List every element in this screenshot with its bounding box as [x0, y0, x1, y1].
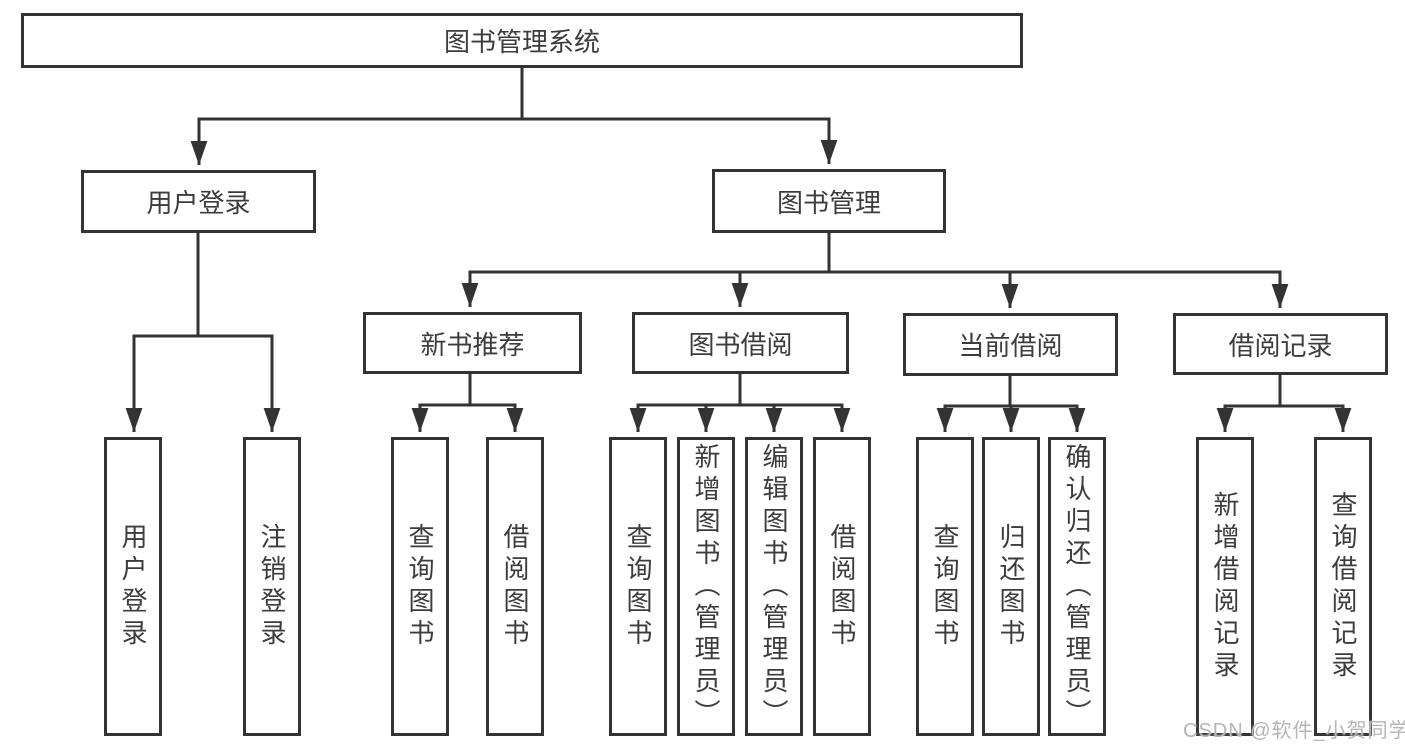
node-library-management-system: 图书管理系统 [21, 13, 1023, 68]
leaf-confirm-return-admin: 确认归还（管理员） [1048, 437, 1106, 736]
leaf-return-book: 归还图书 [982, 437, 1040, 736]
leaf-add-book-admin: 新增图书（管理员） [677, 437, 735, 736]
node-borrow-records: 借阅记录 [1173, 313, 1388, 375]
node-book-management: 图书管理 [712, 169, 946, 233]
node-user-login: 用户登录 [81, 170, 316, 233]
leaf-query-books-recommend: 查询图书 [391, 437, 449, 736]
leaf-user-login: 用户登录 [104, 437, 162, 736]
leaf-borrow-books-recommend: 借阅图书 [486, 437, 544, 736]
leaf-query-books-current: 查询图书 [916, 437, 974, 736]
leaf-query-borrow-record: 查询借阅记录 [1314, 437, 1372, 736]
node-book-borrow: 图书借阅 [632, 312, 849, 374]
leaf-edit-book-admin: 编辑图书（管理员） [745, 437, 803, 736]
node-new-book-recommend: 新书推荐 [363, 312, 582, 374]
leaf-query-books-borrow: 查询图书 [609, 437, 667, 736]
csdn-watermark: CSDN @软件_小贺同学 [1183, 720, 1405, 742]
leaf-borrow-books-borrow: 借阅图书 [813, 437, 871, 736]
leaf-add-borrow-record: 新增借阅记录 [1196, 437, 1254, 736]
leaf-logout: 注销登录 [243, 437, 301, 736]
node-current-borrow: 当前借阅 [903, 313, 1118, 376]
